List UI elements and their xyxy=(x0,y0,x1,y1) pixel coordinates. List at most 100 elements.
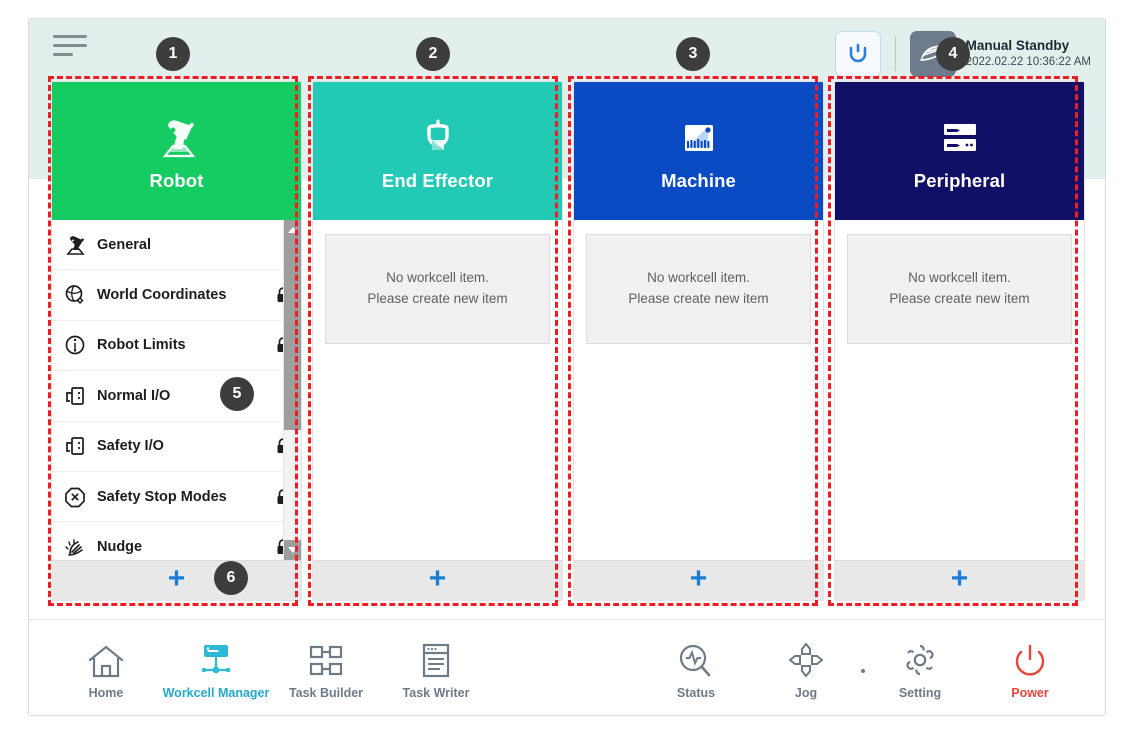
chevron-down-icon xyxy=(288,547,298,553)
robot-column: Robot General xyxy=(51,81,302,601)
hamburger-line xyxy=(53,53,73,56)
jog-dpad-icon xyxy=(785,636,827,680)
list-item-safety-stop-modes[interactable]: Safety Stop Modes xyxy=(52,471,301,523)
robot-add-button[interactable]: + xyxy=(52,560,301,600)
annotation-badge-2: 2 xyxy=(416,37,450,71)
nav-label: Task Builder xyxy=(288,685,364,700)
machine-column-header[interactable]: Machine xyxy=(574,82,823,220)
nav-label: Power xyxy=(1011,685,1049,700)
nav-item-task-writer[interactable]: Task Writer xyxy=(381,629,491,707)
hamburger-line xyxy=(53,35,87,38)
end-effector-add-button[interactable]: + xyxy=(313,560,562,600)
peripheral-column-body: No workcell item. Please create new item xyxy=(835,220,1084,560)
io-port-icon xyxy=(61,435,89,457)
list-item-safety-io[interactable]: Safety I/O xyxy=(52,421,301,472)
annotation-badge-5: 5 xyxy=(220,377,254,411)
peripheral-column-header[interactable]: Peripheral xyxy=(835,82,1084,220)
machine-icon xyxy=(677,110,721,166)
separator-dot xyxy=(861,668,865,673)
empty-state-line1: No workcell item. xyxy=(386,270,489,286)
status-timestamp: 2022.02.22 10:36:22 AM xyxy=(965,56,1091,69)
status-text-block: Manual Standby 2022.02.22 10:36:22 AM xyxy=(966,38,1091,69)
nav-label: Task Writer xyxy=(402,685,470,700)
empty-state-line2: Please create new item xyxy=(889,291,1030,306)
empty-state-line2: Please create new item xyxy=(367,291,508,306)
chevron-up-icon xyxy=(288,227,298,233)
nav-item-jog[interactable]: Jog xyxy=(751,629,861,707)
scrollbar-thumb[interactable] xyxy=(284,240,301,430)
peripheral-column: Peripheral No workcell item. Please crea… xyxy=(834,81,1085,601)
bottom-nav-right-group: Status Jog xyxy=(641,629,1085,707)
machine-column-title: Machine xyxy=(661,170,736,191)
annotation-badge-3: 3 xyxy=(676,37,710,71)
robot-item-list: General World Coordinates xyxy=(52,220,301,560)
annotation-badge-6: 6 xyxy=(214,561,248,595)
nav-label: Workcell Manager xyxy=(162,685,270,700)
power-icon xyxy=(1010,636,1050,680)
status-mode-label: Manual Standby xyxy=(965,38,1070,54)
list-item-label: Normal I/O xyxy=(97,387,171,404)
empty-state: No workcell item. Please create new item xyxy=(586,234,811,344)
nav-item-power[interactable]: Power xyxy=(975,629,1085,707)
workcell-columns: Robot General xyxy=(51,81,1085,601)
empty-state: No workcell item. Please create new item xyxy=(847,234,1072,344)
nav-item-workcell-manager[interactable]: Workcell Manager xyxy=(161,629,271,707)
machine-column-body: No workcell item. Please create new item xyxy=(574,220,823,560)
world-coordinates-icon xyxy=(61,284,89,306)
scroll-down-button[interactable] xyxy=(284,540,301,560)
task-builder-icon xyxy=(305,636,347,680)
robot-mode-button[interactable] xyxy=(834,31,881,77)
workcell-manager-icon xyxy=(195,636,237,680)
nav-item-status[interactable]: Status xyxy=(641,629,751,707)
empty-state-line1: No workcell item. xyxy=(647,270,750,286)
list-item-nudge[interactable]: Nudge xyxy=(52,522,301,560)
robot-column-title: Robot xyxy=(149,170,204,191)
teach-pendant-frame: Manual Standby 2022.02.22 10:36:22 AM R xyxy=(28,18,1106,716)
list-item-robot-limits[interactable]: Robot Limits xyxy=(52,320,301,372)
list-item-world-coordinates[interactable]: World Coordinates xyxy=(52,270,301,321)
robot-list-scrollbar[interactable] xyxy=(283,220,301,560)
list-item-normal-io[interactable]: Normal I/O xyxy=(52,371,301,422)
nav-item-setting[interactable]: Setting xyxy=(865,629,975,707)
nudge-hand-icon xyxy=(61,536,89,558)
nav-label: Setting xyxy=(898,685,942,700)
list-item-general[interactable]: General xyxy=(52,220,301,271)
robot-arm-icon xyxy=(153,110,201,166)
annotation-badge-4: 4 xyxy=(936,37,970,71)
robot-column-header[interactable]: Robot xyxy=(52,82,301,220)
gripper-icon xyxy=(416,110,460,166)
empty-state: No workcell item. Please create new item xyxy=(325,234,550,344)
io-port-icon xyxy=(61,385,89,407)
hamburger-line xyxy=(53,44,87,47)
robot-mode-icon xyxy=(849,43,866,63)
end-effector-column: End Effector No workcell item. Please cr… xyxy=(312,81,563,601)
peripheral-add-button[interactable]: + xyxy=(835,560,1084,600)
list-item-label: General xyxy=(97,236,151,253)
robot-column-body: General World Coordinates xyxy=(52,220,301,560)
task-writer-icon xyxy=(416,636,456,680)
safety-stop-icon xyxy=(61,486,89,508)
robot-limits-icon xyxy=(61,334,89,356)
end-effector-column-body: No workcell item. Please create new item xyxy=(313,220,562,560)
list-item-label: Nudge xyxy=(97,539,143,556)
machine-column: Machine No workcell item. Please create … xyxy=(573,81,824,601)
gear-icon xyxy=(900,636,940,680)
bottom-navigation-bar: Home Workcell Manager xyxy=(29,619,1105,715)
list-item-label: Robot Limits xyxy=(97,337,186,354)
end-effector-column-title: End Effector xyxy=(381,170,494,191)
nav-item-home[interactable]: Home xyxy=(51,629,161,707)
list-item-label: Safety Stop Modes xyxy=(97,488,227,505)
status-scope-icon xyxy=(675,636,717,680)
peripheral-rack-icon xyxy=(937,110,983,166)
machine-add-button[interactable]: + xyxy=(574,560,823,600)
list-item-label: World Coordinates xyxy=(97,287,227,304)
scroll-up-button[interactable] xyxy=(284,220,301,240)
empty-state-line1: No workcell item. xyxy=(908,270,1011,286)
nav-item-task-builder[interactable]: Task Builder xyxy=(271,629,381,707)
hamburger-menu-icon[interactable] xyxy=(53,35,91,67)
list-item-label: Safety I/O xyxy=(97,438,164,455)
robot-arm-icon xyxy=(61,235,89,255)
peripheral-column-title: Peripheral xyxy=(913,170,1006,191)
end-effector-column-header[interactable]: End Effector xyxy=(313,82,562,220)
empty-state-line2: Please create new item xyxy=(628,291,769,306)
